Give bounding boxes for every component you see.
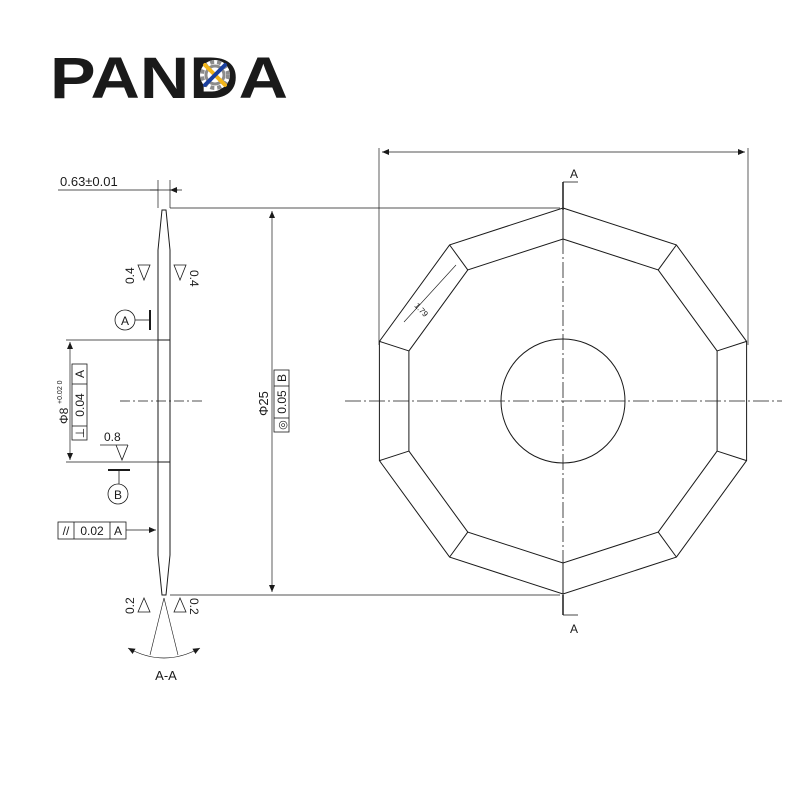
diameter-label: Φ25 <box>256 391 271 416</box>
section-label: A-A <box>155 668 177 683</box>
parallelism-frame: // 0.02 A <box>57 521 156 540</box>
bevel-bottom-left: 0.2 <box>123 597 137 614</box>
bevel-width-label: 1.79 <box>413 301 431 319</box>
bevel-corner-line <box>379 450 410 462</box>
bevel-corner-line <box>657 244 677 271</box>
svg-text:0.05: 0.05 <box>275 390 289 414</box>
datum-b-label: B <box>114 488 122 502</box>
svg-text:+0.02 0: +0.02 0 <box>57 380 64 404</box>
panda-logo: PANDA <box>50 46 288 111</box>
bevel-corner-line <box>449 531 469 558</box>
bevel-top-right: 0.4 <box>187 270 201 287</box>
bevel-corner-line <box>716 450 747 462</box>
svg-text:0.02: 0.02 <box>80 524 104 538</box>
blade-section-upper <box>157 209 171 341</box>
roughness-symbol <box>173 596 187 613</box>
bevel-corner-line <box>379 340 410 352</box>
concentricity-frame: ◎ 0.05 B <box>273 369 290 433</box>
blade-section-lower <box>157 461 171 596</box>
bevel-corner-line <box>657 531 677 558</box>
roughness-symbol <box>115 444 129 462</box>
front-view: A A 1.79 <box>345 148 782 636</box>
section-marker-top: A <box>570 167 578 181</box>
svg-text:Φ8: Φ8 <box>57 407 71 424</box>
roughness-symbol <box>137 596 151 613</box>
thickness-label: 0.63±0.01 <box>60 174 118 189</box>
perpendicularity-frame: ⊥ 0.04 A <box>71 363 88 441</box>
diameter-dimension: Φ25 ◎ 0.05 B <box>170 207 560 596</box>
bevel-bottom-right: 0.2 <box>187 598 201 615</box>
svg-text:B: B <box>275 374 289 382</box>
bore-roughness: 0.8 <box>104 430 121 444</box>
svg-text:A: A <box>114 524 122 538</box>
bevel-corner-line <box>449 244 469 271</box>
datum-a-label: A <box>121 314 129 328</box>
roughness-symbol <box>137 264 151 282</box>
section-marker-bottom: A <box>570 622 578 636</box>
side-section-view: 0.63±0.01 0.4 0.4 A Φ8 +0.02 0 ⊥ 0.04 A <box>57 174 205 683</box>
svg-text:◎: ◎ <box>277 420 289 430</box>
svg-text:0.04: 0.04 <box>73 393 87 417</box>
svg-text://: // <box>63 524 70 538</box>
bevel-top-left: 0.4 <box>123 267 137 284</box>
svg-text:⊥: ⊥ <box>73 428 87 438</box>
bevel-corner-line <box>716 340 747 352</box>
svg-text:A: A <box>73 370 87 378</box>
logo-text: PANDA <box>50 46 288 111</box>
gear-tools-icon <box>200 60 230 90</box>
bore-dimension: Φ8 +0.02 0 <box>57 380 71 424</box>
roughness-symbol <box>173 264 187 282</box>
